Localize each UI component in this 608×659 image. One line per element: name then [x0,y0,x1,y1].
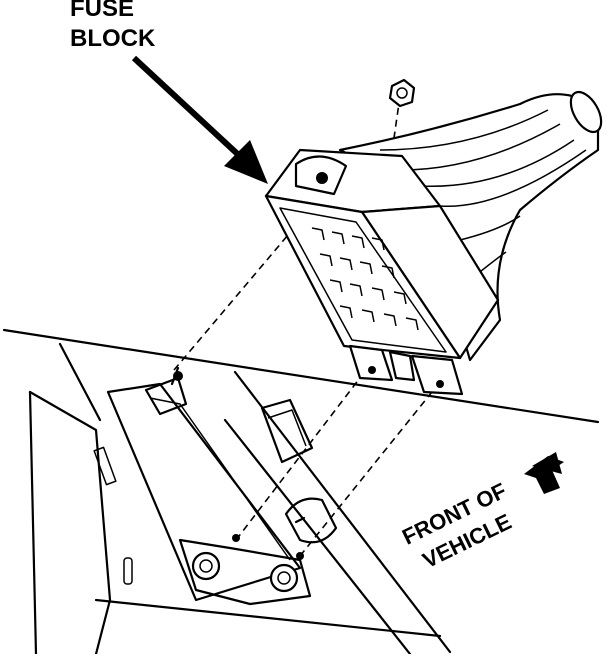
label-fuse: FUSE [70,0,134,22]
dash-panel [2,328,600,656]
front-label-group: FRONT OF VEHICLE [398,478,515,573]
upper-stud [144,366,188,416]
nut [388,78,416,108]
fuse-slots [311,227,419,331]
front-arrow-icon [524,452,564,494]
label-block: BLOCK [70,25,156,52]
pointer-arrow [131,55,268,184]
fuse-block [264,148,500,396]
lower-bracket [178,534,312,606]
